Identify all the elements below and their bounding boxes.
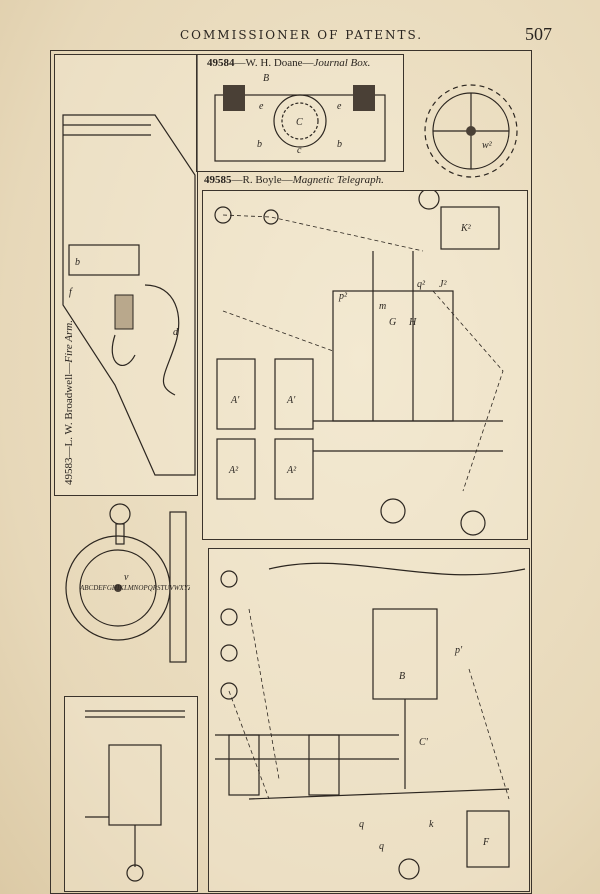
fire-arm-panel: b f d 49583—L. W. Broadwell—Fire Arm. bbox=[54, 54, 198, 496]
running-head: COMMISSIONER OF PATENTS. 507 bbox=[40, 24, 560, 50]
journal-letter-c: c bbox=[297, 145, 302, 156]
letter-dial-drawing: ABCDEFGHIKLMNOPQRSTUVWXYZ v bbox=[65, 503, 190, 663]
journal-letter-b1: b bbox=[257, 139, 262, 150]
telegraph-upper-drawing: K² J² q² p² m G H A' A' A² A² bbox=[214, 191, 504, 536]
journal-letter-C: C bbox=[296, 117, 303, 128]
telegraph-lower-letter-p1: p' bbox=[454, 645, 463, 656]
telegraph-lower-letter-C1: C' bbox=[419, 737, 429, 748]
telegraph-letter-H: H bbox=[408, 317, 417, 328]
telegraph-upper-panel: K² J² q² p² m G H A' A' A² A² bbox=[202, 190, 528, 540]
caption-49585-number: 49585 bbox=[204, 174, 232, 186]
telegraph-letter-J2: J² bbox=[439, 279, 447, 290]
caption-49584-subject: Journal Box. bbox=[313, 57, 371, 69]
telegraph-lower-letter-q1: q bbox=[359, 819, 364, 830]
gear-letter-w2: w² bbox=[482, 140, 493, 151]
fire-arm-drawing: b f d bbox=[62, 114, 196, 476]
running-head-title: COMMISSIONER OF PATENTS. bbox=[180, 28, 424, 42]
telegraph-lower-letter-F: F bbox=[482, 837, 490, 848]
telegraph-letter-G: G bbox=[389, 317, 396, 328]
caption-49585: 49585—R. Boyle—Magnetic Telegraph. bbox=[204, 174, 384, 186]
telegraph-letter-A1: A' bbox=[230, 395, 240, 406]
journal-letter-e2: e bbox=[337, 101, 342, 112]
telegraph-letter-A2: A² bbox=[228, 465, 239, 476]
journal-box-drawing: B C b b c e e bbox=[214, 73, 386, 162]
telegraph-letter-q2: q² bbox=[417, 279, 426, 290]
caption-49583: 49583—L. W. Broadwell—Fire Arm. bbox=[63, 320, 75, 485]
caption-49584: 49584—W. H. Doane—Journal Box. bbox=[207, 57, 370, 69]
dial-alphabet: ABCDEFGHIKLMNOPQRSTUVWXYZ bbox=[79, 584, 190, 592]
page-number: 507 bbox=[525, 24, 552, 44]
mechanism-detail-panel bbox=[64, 696, 198, 892]
caption-49583-subject: Fire Arm. bbox=[63, 320, 75, 363]
caption-49583-inventor: —L. W. Broadwell— bbox=[63, 362, 75, 458]
telegraph-letter-m: m bbox=[379, 301, 386, 312]
telegraph-letter-A1b: A' bbox=[286, 395, 296, 406]
telegraph-lower-letter-B: B bbox=[399, 671, 405, 682]
caption-49584-inventor: —W. H. Doane— bbox=[234, 57, 314, 69]
mechanism-detail-drawing bbox=[85, 710, 185, 882]
telegraph-letter-K2: K² bbox=[460, 223, 472, 234]
dial-letter-v: v bbox=[124, 572, 129, 583]
caption-49583-number: 49583 bbox=[63, 457, 75, 486]
telegraph-lower-drawing: B p' C' F q q k bbox=[215, 562, 526, 880]
journal-letter-B: B bbox=[263, 73, 269, 84]
journal-box-panel: 49584—W. H. Doane—Journal Box. B C b b c… bbox=[196, 54, 404, 172]
journal-letter-b2: b bbox=[337, 139, 342, 150]
fire-arm-letter-b: b bbox=[75, 257, 80, 268]
gear-drawing: w² bbox=[424, 84, 518, 178]
telegraph-lower-panel: B p' C' F q q k bbox=[208, 548, 530, 892]
caption-49584-number: 49584 bbox=[207, 57, 235, 69]
fire-arm-letter-d: d bbox=[173, 327, 179, 338]
telegraph-letter-A2b: A² bbox=[286, 465, 297, 476]
telegraph-letter-p2: p² bbox=[338, 291, 348, 302]
fire-arm-letter-f: f bbox=[69, 287, 73, 298]
telegraph-lower-letter-k: k bbox=[429, 819, 434, 830]
caption-49585-subject: Magnetic Telegraph. bbox=[292, 174, 384, 186]
telegraph-lower-letter-q2: q bbox=[379, 841, 384, 852]
journal-letter-e1: e bbox=[259, 101, 264, 112]
caption-49585-inventor: —R. Boyle— bbox=[231, 174, 293, 186]
